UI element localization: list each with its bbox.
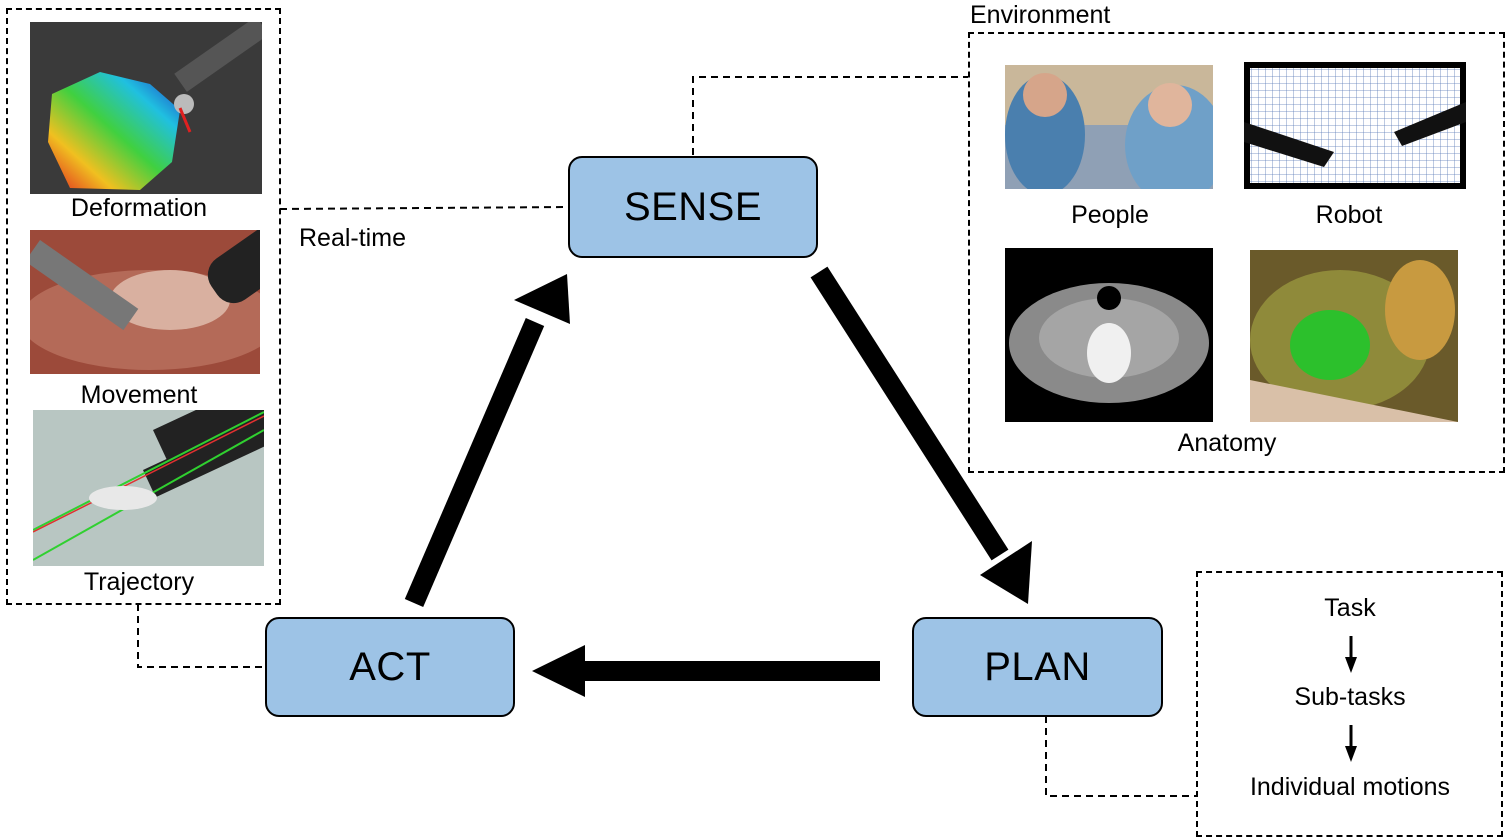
realtime-label: Real-time [299,224,406,252]
deformation-label: Deformation [70,194,208,222]
anatomy-image [1005,248,1213,422]
arrow-task-to-subtasks [1345,636,1357,673]
anatomy-label: Anatomy [1177,429,1277,457]
environment-title: Environment [970,1,1111,29]
arrow-plan-to-act [532,645,880,697]
connector-plan-hierarchy [1045,716,1197,797]
robot-label: Robot [1315,201,1383,229]
act-node: ACT [265,617,515,717]
deformation-image [30,22,262,194]
movement-label: Movement [80,381,198,409]
surgical-field-image [1250,250,1458,422]
connector-realtime-act [137,604,265,668]
movement-image [30,230,260,374]
trajectory-image [33,410,264,566]
individual-motions-label: Individual motions [1249,773,1451,801]
trajectory-label: Trajectory [83,568,195,596]
task-label: Task [1324,594,1376,622]
task-hierarchy-panel [1196,571,1503,837]
people-label: People [1071,201,1149,229]
connector-realtime-sense [279,206,569,210]
arrow-act-to-sense [404,274,570,607]
connector-sense-environment [692,76,968,155]
plan-node: PLAN [912,617,1163,717]
sense-node: SENSE [568,156,818,258]
people-image [1005,65,1213,189]
environment-panel [968,32,1505,473]
subtasks-label: Sub-tasks [1294,683,1406,711]
robot-image [1244,62,1466,189]
arrow-subtasks-to-motions [1345,725,1357,762]
realtime-panel [6,8,281,605]
arrow-sense-to-plan [810,266,1032,604]
